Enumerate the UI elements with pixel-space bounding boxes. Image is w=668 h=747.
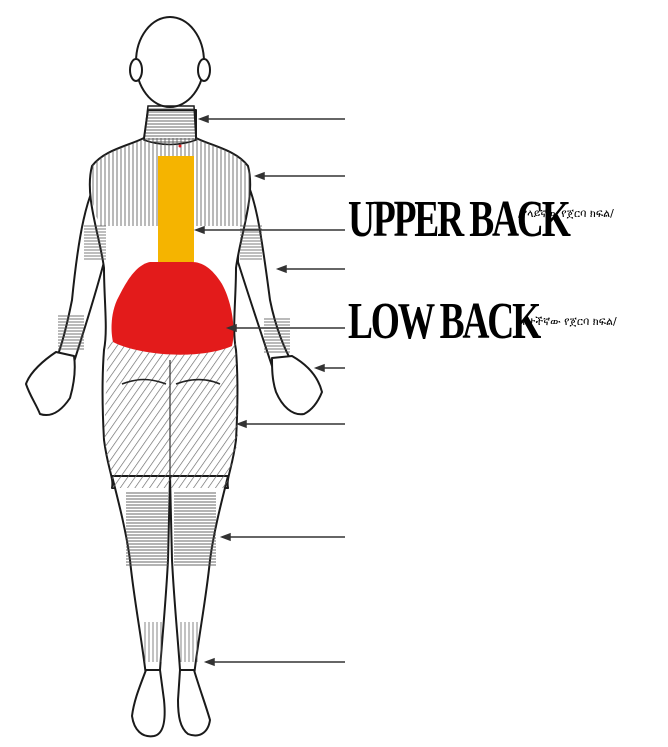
low-back-label: LOW BACK (348, 296, 539, 348)
upper-back-highlight (158, 156, 194, 263)
right-ankle-region (178, 622, 198, 662)
upper-back-label: UPPER BACK (348, 194, 569, 246)
right-knee-region (174, 492, 216, 566)
low-back-subtitle: /የታችኛው የጀርባ ክፍል/ (518, 316, 617, 327)
right-wrist-region (264, 318, 290, 354)
head-shape (136, 17, 204, 107)
left-elbow-region (84, 225, 106, 261)
upper-back-subtitle: /የላይኛው የጀርባ ክፍል/ (518, 208, 614, 219)
left-wrist-region (58, 314, 84, 350)
left-ankle-region (144, 622, 164, 662)
hips-thighs-region (104, 340, 238, 488)
left-knee-region (126, 492, 168, 566)
